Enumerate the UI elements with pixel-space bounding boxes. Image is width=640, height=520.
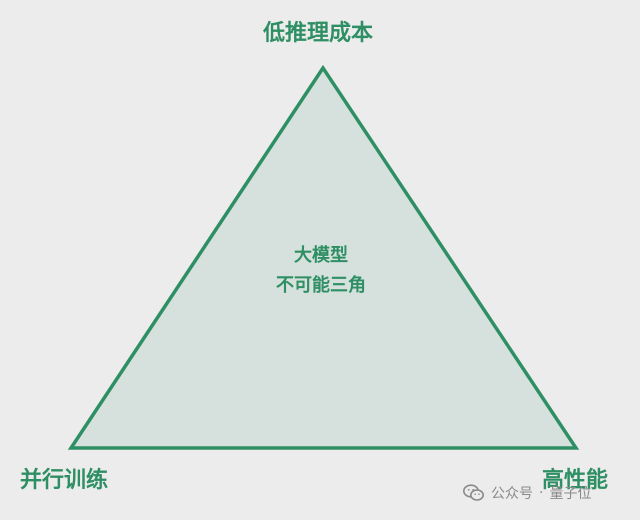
impossible-triangle	[67, 64, 580, 450]
wechat-icon	[463, 484, 485, 502]
top-vertex-label: 低推理成本	[263, 21, 374, 46]
bottom-right-vertex-label: 高性能	[542, 468, 609, 493]
triangle-center-caption: 大模型 不可能三角	[246, 241, 396, 301]
center-caption-line-2: 不可能三角	[276, 275, 366, 296]
watermark: 公众号 · 量子位	[463, 483, 591, 503]
center-caption-line-1: 大模型	[294, 245, 348, 266]
watermark-name: 量子位	[549, 486, 592, 502]
watermark-prefix: 公众号	[491, 486, 533, 502]
watermark-separator: ·	[539, 485, 544, 501]
bottom-left-vertex-label: 并行训练	[20, 468, 109, 493]
